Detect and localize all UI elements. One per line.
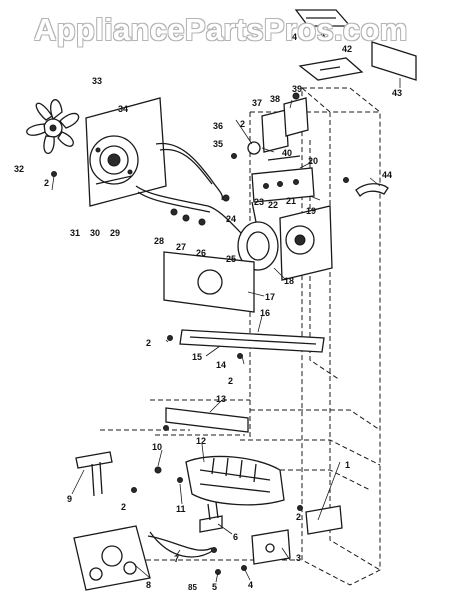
callout-28: 28 xyxy=(154,236,164,246)
callout-42: 42 xyxy=(342,44,352,54)
thermocouple-7 xyxy=(149,531,217,558)
cross-bar-13 xyxy=(165,407,249,433)
callout-32: 32 xyxy=(14,164,24,174)
callout-40: 40 xyxy=(282,148,292,158)
callout-leaders xyxy=(51,78,401,583)
burner-12 xyxy=(185,455,285,506)
watermark: AppliancePartsPros.com xyxy=(34,12,408,47)
callout-20: 20 xyxy=(308,156,318,166)
callout-25: 25 xyxy=(226,254,236,264)
callout-10: 10 xyxy=(152,442,162,452)
top-cover-41 xyxy=(294,9,352,27)
callout-16: 16 xyxy=(260,308,270,318)
callout-2-rail: 2 xyxy=(228,376,233,386)
callout-19: 19 xyxy=(306,206,316,216)
gas-tubing xyxy=(135,142,245,237)
callout-3: 3 xyxy=(296,553,301,563)
callout-2-plate: 2 xyxy=(146,338,151,348)
callout-31: 31 xyxy=(70,228,80,238)
callout-44: 44 xyxy=(382,170,392,180)
junction-box-3 xyxy=(251,529,291,565)
callout-4-bottom: 4 xyxy=(248,580,253,590)
callout-27: 27 xyxy=(176,242,186,252)
callout-26: 26 xyxy=(196,248,206,258)
callout-2-fan: 2 xyxy=(44,178,49,188)
bracket-44 xyxy=(355,183,389,198)
callout-11: 11 xyxy=(176,504,186,514)
callout-23: 23 xyxy=(254,197,264,207)
callout-5: 5 xyxy=(212,582,217,592)
diagram-code: 85 xyxy=(188,583,197,592)
motor-mounting-plate-29 xyxy=(85,97,167,207)
callout-2-control: 2 xyxy=(240,119,245,129)
blower-housing-18 xyxy=(237,205,333,281)
callout-43: 43 xyxy=(392,88,402,98)
callout-17: 17 xyxy=(265,292,275,302)
pilot-assembly-9 xyxy=(75,451,162,497)
callout-6: 6 xyxy=(233,532,238,542)
callout-1: 1 xyxy=(345,460,350,470)
callout-34: 34 xyxy=(118,104,128,114)
callout-29: 29 xyxy=(110,228,120,238)
callout-36: 36 xyxy=(213,121,223,131)
callout-39: 39 xyxy=(292,84,302,94)
callout-30: 30 xyxy=(90,228,100,238)
callout-15: 15 xyxy=(192,352,202,362)
callout-9: 9 xyxy=(67,494,72,504)
access-plate-17 xyxy=(163,251,255,313)
callout-35: 35 xyxy=(213,139,223,149)
callout-14: 14 xyxy=(216,360,226,370)
callout-7: 7 xyxy=(174,554,179,564)
callout-13: 13 xyxy=(216,394,226,404)
callout-37: 37 xyxy=(252,98,262,108)
gas-valve-8 xyxy=(73,525,213,591)
callout-labels: 1 2 2 2 2 2 2 3 4 4 5 6 7 8 9 10 11 12 1… xyxy=(14,30,402,592)
callout-2-pilot: 2 xyxy=(121,502,126,512)
callout-12: 12 xyxy=(196,436,206,446)
support-rail-15-16 xyxy=(179,329,325,353)
callout-24: 24 xyxy=(226,214,236,224)
top-panel-42 xyxy=(298,57,364,81)
mounting-bracket-1 xyxy=(305,505,343,535)
callout-33: 33 xyxy=(92,76,102,86)
callout-2-bracket: 2 xyxy=(296,512,301,522)
igniter-electrode-6 xyxy=(199,501,223,533)
screws xyxy=(51,171,349,575)
switch-bracket-19-23 xyxy=(251,167,315,223)
side-panel-43 xyxy=(371,41,417,81)
callout-4-top: 4 xyxy=(292,32,297,42)
fan-blade-32-33 xyxy=(26,99,80,154)
callout-8: 8 xyxy=(146,580,151,590)
callout-18: 18 xyxy=(284,276,294,286)
callout-41: 41 xyxy=(320,30,330,40)
callout-21: 21 xyxy=(286,196,296,206)
callout-22: 22 xyxy=(268,200,278,210)
callout-38: 38 xyxy=(270,94,280,104)
